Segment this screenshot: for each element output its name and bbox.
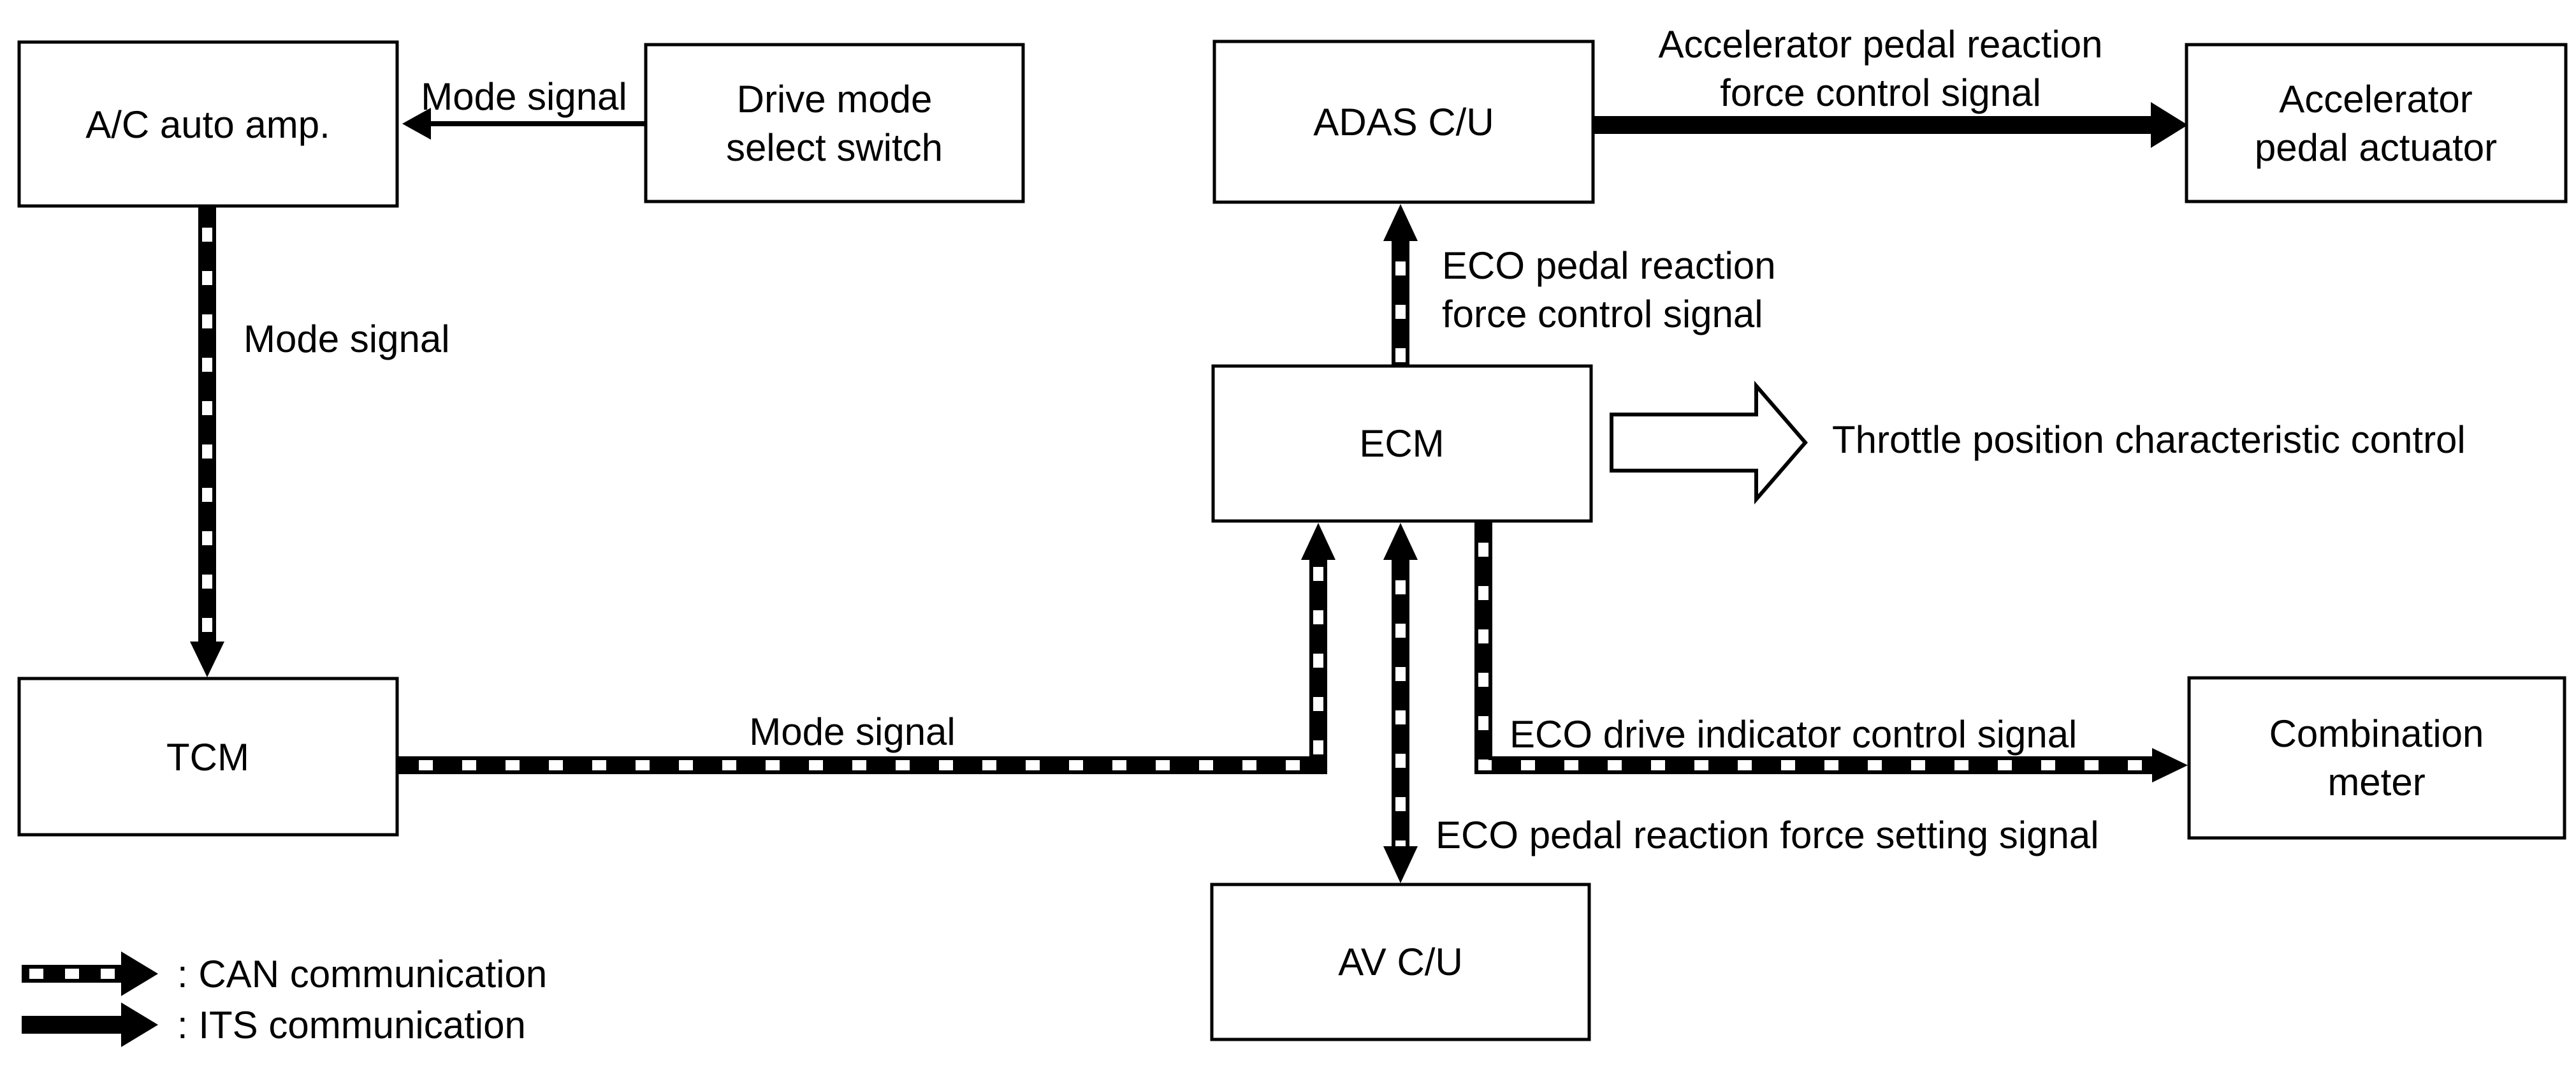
node-combination-meter-label-2: meter	[2327, 761, 2425, 803]
eco-drive-indicator-label: ECO drive indicator control signal	[1510, 713, 2077, 756]
legend-its-arrowhead-icon	[121, 1002, 158, 1047]
node-ecm-label: ECM	[1359, 422, 1444, 465]
accel-reaction-label-2: force control signal	[1720, 71, 2041, 114]
node-drive-mode-label-1: Drive mode	[737, 78, 933, 121]
arrowhead-up-icon	[1383, 523, 1418, 560]
eco-pedal-reaction-label-1: ECO pedal reaction	[1442, 244, 1776, 287]
eco-pedal-setting-label: ECO pedal reaction force setting signal	[1436, 814, 2099, 856]
node-ac-auto-amp	[17, 40, 399, 208]
accel-reaction-label-1: Accelerator pedal reaction	[1658, 23, 2102, 66]
mode-signal-switch-label: Mode signal	[421, 75, 627, 118]
node-av-cu	[1210, 883, 1591, 1041]
mode-signal-vertical-label: Mode signal	[244, 318, 450, 360]
node-drive-mode-label-2: select switch	[726, 126, 943, 169]
node-actuator-label-2: pedal actuator	[2255, 126, 2497, 169]
node-ecm	[1211, 364, 1593, 523]
node-drive-mode-select-switch	[644, 43, 1025, 203]
throttle-position-label: Throttle position characteristic control	[1832, 418, 2466, 461]
node-ac-auto-amp-label: A/C auto amp.	[85, 103, 330, 146]
legend-its-label: : ITS communication	[177, 1004, 526, 1046]
node-adas-cu-label: ADAS C/U	[1313, 101, 1494, 143]
node-combination-meter-label-1: Combination	[2269, 712, 2484, 755]
node-tcm	[17, 677, 399, 837]
can-tcm-to-ecm-line	[397, 559, 1327, 774]
legend-can-label: : CAN communication	[177, 953, 547, 995]
arrowhead-right-icon	[2152, 748, 2188, 782]
legend-can-arrowhead-icon	[121, 951, 158, 996]
arrowhead-up-icon	[1383, 204, 1418, 241]
arrowhead-up-icon	[1301, 523, 1335, 560]
eco-pedal-reaction-label-2: force control signal	[1442, 293, 1763, 335]
can-ecm-to-meter-dashes	[1478, 521, 2153, 770]
hollow-block-arrow-icon	[1610, 380, 1808, 505]
node-adas-cu	[1212, 40, 1595, 204]
node-av-cu-label: AV C/U	[1338, 941, 1463, 983]
node-accelerator-pedal-actuator	[2185, 43, 2568, 203]
node-tcm-label: TCM	[166, 736, 249, 779]
arrowhead-down-icon	[190, 642, 224, 677]
node-actuator-label-1: Accelerator	[2279, 78, 2472, 121]
arrowhead-down-icon	[1383, 846, 1418, 883]
legend: : CAN communication : ITS communication	[22, 951, 547, 1047]
arrowhead-right-icon	[2151, 102, 2188, 148]
arrowhead-left-icon	[402, 108, 431, 140]
mode-signal-tcm-label: Mode signal	[749, 710, 956, 753]
node-combination-meter	[2187, 676, 2566, 840]
